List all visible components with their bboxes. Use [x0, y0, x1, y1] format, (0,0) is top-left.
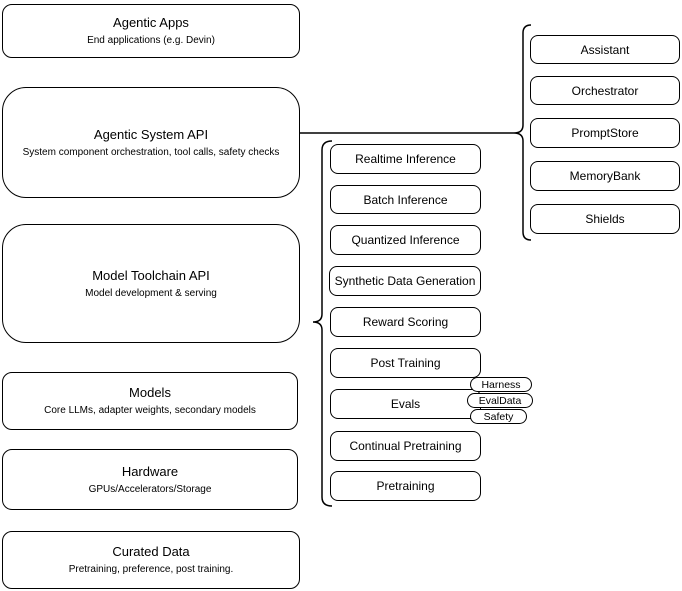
stack-box-curated-data: Curated Data Pretraining, preference, po…: [2, 531, 300, 589]
box-title: Agentic System API: [93, 126, 209, 142]
pill-label: Safety: [483, 410, 514, 423]
item-label: Orchestrator: [571, 83, 639, 98]
toolchain-item-continual-pretraining: Continual Pretraining: [330, 431, 481, 461]
item-label: Continual Pretraining: [349, 439, 462, 453]
toolchain-item-evals: Evals: [330, 389, 481, 419]
stack-box-agentic-system-api: Agentic System API System component orch…: [2, 87, 300, 198]
stack-box-model-toolchain-api: Model Toolchain API Model development & …: [2, 224, 300, 343]
box-subtitle: Core LLMs, adapter weights, secondary mo…: [44, 405, 256, 416]
stack-box-models: Models Core LLMs, adapter weights, secon…: [2, 372, 298, 430]
stack-box-agentic-apps: Agentic Apps End applications (e.g. Devi…: [2, 4, 300, 58]
box-subtitle: Model development & serving: [85, 287, 217, 299]
item-label: Synthetic Data Generation: [334, 274, 476, 288]
eval-tag-evaldata: EvalData: [467, 393, 533, 408]
system-component-orchestrator: Orchestrator: [530, 76, 680, 105]
box-title: Curated Data: [112, 544, 190, 559]
toolchain-item-reward-scoring: Reward Scoring: [330, 307, 481, 337]
item-label: Reward Scoring: [362, 315, 449, 329]
box-title: Model Toolchain API: [92, 267, 210, 283]
box-title: Models: [129, 385, 171, 400]
toolchain-item-batch-inference: Batch Inference: [330, 185, 481, 214]
box-subtitle: System component orchestration, tool cal…: [22, 146, 280, 158]
box-title: Hardware: [121, 463, 179, 479]
item-label: Post Training: [370, 356, 441, 370]
box-subtitle: GPUs/Accelerators/Storage: [88, 483, 212, 495]
item-label: Batch Inference: [363, 192, 448, 207]
item-label: MemoryBank: [569, 169, 641, 183]
system-components-brace: [513, 24, 532, 241]
item-label: PromptStore: [571, 126, 639, 140]
item-label: Pretraining: [376, 479, 435, 493]
box-title: Agentic Apps: [113, 15, 189, 30]
item-label: Shields: [585, 212, 625, 226]
item-label: Assistant: [580, 42, 630, 57]
toolchain-item-synthetic-data-generation: Synthetic Data Generation: [329, 266, 481, 296]
toolchain-item-realtime-inference: Realtime Inference: [330, 144, 481, 174]
system-component-assistant: Assistant: [530, 35, 680, 64]
box-subtitle: End applications (e.g. Devin): [87, 35, 215, 46]
system-component-memorybank: MemoryBank: [530, 161, 680, 191]
toolchain-item-quantized-inference: Quantized Inference: [330, 225, 481, 255]
item-label: Quantized Inference: [351, 233, 460, 247]
eval-tag-harness: Harness: [470, 377, 532, 392]
toolchain-item-post-training: Post Training: [330, 348, 481, 378]
stack-box-hardware: Hardware GPUs/Accelerators/Storage: [2, 449, 298, 510]
box-subtitle: Pretraining, preference, post training.: [68, 564, 234, 575]
system-component-promptstore: PromptStore: [530, 118, 680, 148]
eval-tag-safety: Safety: [470, 409, 527, 424]
pill-label: Harness: [481, 378, 521, 391]
item-label: Realtime Inference: [355, 152, 456, 166]
item-label: Evals: [390, 397, 421, 411]
system-component-shields: Shields: [530, 204, 680, 234]
toolchain-item-pretraining: Pretraining: [330, 471, 481, 501]
pill-label: EvalData: [478, 394, 522, 407]
